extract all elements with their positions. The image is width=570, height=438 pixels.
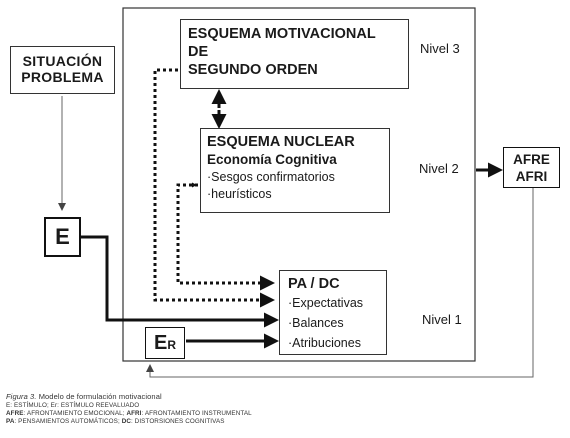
- afri-label: AFRI: [515, 169, 548, 184]
- caption-dc-desc: : DISTORSIONES COGNITIVAS: [130, 418, 225, 425]
- er-box: ER: [145, 327, 185, 359]
- situacion-problema-box: SITUACIÓN PROBLEMA: [10, 46, 115, 94]
- esquema-nuclear-line2: Economía Cognitiva: [207, 152, 337, 167]
- nivel1-label: Nivel 1: [422, 312, 462, 327]
- caption-line4: PA: PENSAMIENTOS AUTOMÁTICOS; DC: DISTOR…: [6, 418, 225, 425]
- caption-afre-desc: : AFRONTAMIENTO EMOCIONAL;: [23, 410, 125, 417]
- caption-line1: Figura 3. Modelo de formulación motivaci…: [6, 392, 162, 401]
- afre-afri-box: AFRE AFRI: [503, 147, 560, 188]
- caption-pa: PA: [6, 418, 15, 425]
- esquema-motivacional-line1: ESQUEMA MOTIVACIONAL: [188, 26, 376, 42]
- caption-afri: AFRI: [126, 410, 142, 417]
- esquema-motivacional-box: ESQUEMA MOTIVACIONAL DE SEGUNDO ORDEN: [180, 19, 409, 89]
- esquema-nuclear-line1: ESQUEMA NUCLEAR: [207, 134, 355, 150]
- situacion-line1: SITUACIÓN: [22, 53, 103, 69]
- pa-dc-title: PA / DC: [288, 276, 340, 292]
- caption-line3: AFRE: AFRONTAMIENTO EMOCIONAL; AFRI: AFR…: [6, 410, 252, 417]
- er-label-r: R: [167, 338, 176, 352]
- caption-pa-desc: : PENSAMIENTOS AUTOMÁTICOS;: [14, 418, 120, 425]
- pa-dc-box: PA / DC ·Expectativas ·Balances ·Atribuc…: [279, 270, 387, 355]
- nivel2-label: Nivel 2: [419, 161, 459, 176]
- dotted-arrow-nuclear-pa: [176, 183, 275, 291]
- esquema-nuclear-line3: ·Sesgos confirmatorios: [207, 170, 335, 184]
- caption-dc: DC: [121, 418, 131, 425]
- e-label: E: [55, 224, 70, 249]
- level-frame: [122, 7, 476, 362]
- esquema-nuclear-box: ESQUEMA NUCLEAR Economía Cognitiva ·Sesg…: [200, 128, 390, 213]
- pa-dc-expectativas: ·Expectativas: [288, 296, 364, 310]
- situacion-line2: PROBLEMA: [21, 69, 104, 85]
- afre-label: AFRE: [513, 152, 550, 167]
- dotted-arrow-motivacional-expectativas: [153, 68, 275, 308]
- nivel3-label: Nivel 3: [420, 41, 460, 56]
- arrow-e-to-balances: [80, 235, 279, 328]
- esquema-motivacional-line3: SEGUNDO ORDEN: [188, 62, 318, 78]
- caption-figure-title: Modelo de formulación motivacional: [38, 392, 162, 401]
- caption-figure-label: Figura 3.: [6, 392, 37, 401]
- caption-afre: AFRE: [6, 410, 24, 417]
- arrow-afre-feedback: [146, 188, 534, 378]
- pa-dc-atribuciones: ·Atribuciones: [288, 336, 361, 350]
- esquema-motivacional-line2: DE: [188, 44, 209, 60]
- er-label-e: E: [153, 332, 168, 354]
- caption-line2: E: ESTÍMULO; Er: ESTÍMULO REEVALUADO: [6, 402, 140, 409]
- e-stimulus-box: E: [44, 217, 81, 257]
- caption-afri-desc: : AFRONTAMIENTO INSTRUMENTAL: [141, 410, 252, 417]
- pa-dc-balances: ·Balances: [288, 316, 344, 330]
- esquema-nuclear-line4: ·heurísticos: [207, 187, 272, 201]
